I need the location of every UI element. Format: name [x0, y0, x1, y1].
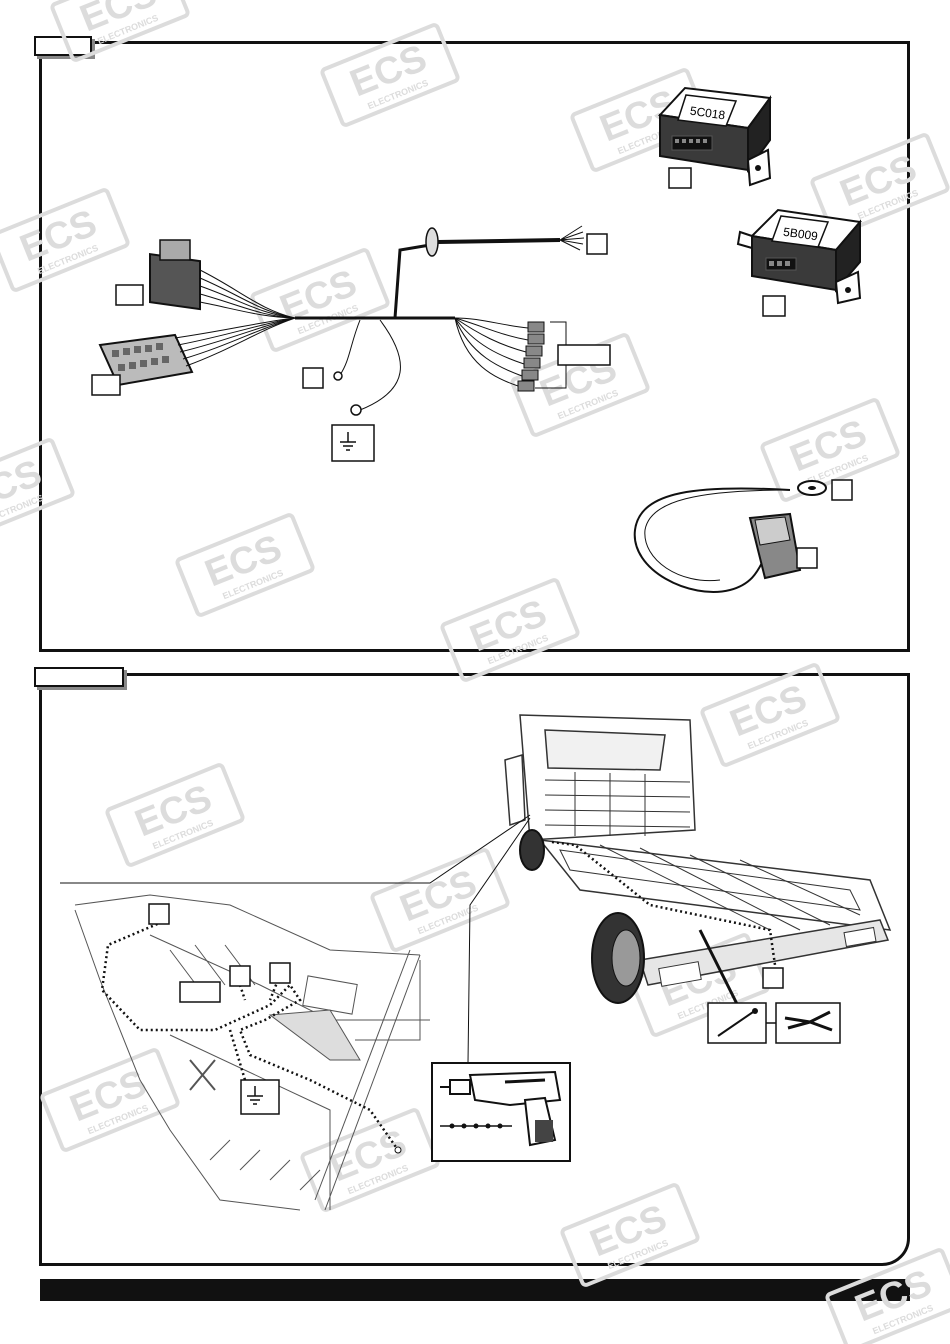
cab-floor-drawing — [74, 894, 430, 1211]
callout-wire-end — [302, 367, 324, 389]
module-5b009: 5B009 — [736, 208, 862, 305]
module-a-code-label: 5C018 — [689, 104, 726, 123]
route-dotted-connectors — [238, 979, 280, 1001]
callout-module-a — [668, 167, 692, 189]
wire-end-terminal — [333, 371, 343, 381]
route-dotted-cab — [100, 920, 400, 1151]
callout-ring — [831, 479, 853, 501]
callout-chassis — [762, 967, 784, 989]
side-cutter-icon — [775, 1002, 841, 1044]
grommet-cable — [425, 225, 585, 257]
module-b-code-label: 5B009 — [782, 225, 819, 244]
installation-panel-tab — [34, 667, 124, 687]
callout-cable-out — [586, 233, 608, 255]
callout-module-b — [762, 295, 786, 317]
auxiliary-cable — [633, 480, 827, 593]
route-dotted-ground — [228, 1029, 247, 1081]
drill-icon — [431, 1062, 571, 1162]
callout-terminals — [557, 344, 611, 366]
module-5c018: 5C018 — [657, 86, 772, 187]
leader-line-cab — [60, 814, 531, 884]
vehicle-connector-lower — [98, 333, 194, 387]
callout-cab-b — [269, 962, 291, 984]
truck-chassis-drawing — [504, 714, 892, 987]
leader-line-tools — [698, 929, 742, 1011]
callout-connector-lower — [91, 374, 121, 396]
vehicle-connector-upper — [149, 239, 201, 311]
ground-symbol-icon — [331, 424, 375, 462]
fanout-wires — [454, 317, 529, 387]
drill-hole-point — [394, 1146, 402, 1154]
callout-cab-c — [179, 981, 221, 1003]
leader-line-drill — [467, 817, 531, 1064]
callout-cab-start — [148, 903, 170, 925]
footer-bar — [40, 1279, 910, 1301]
spade-terminals — [517, 321, 545, 392]
ground-ring-terminal — [350, 404, 362, 416]
truck-wheels — [519, 829, 645, 1004]
cable-tie-icon — [707, 1002, 767, 1044]
callout-connector-upper — [115, 284, 144, 306]
route-dotted-chassis — [551, 840, 777, 966]
ground-symbol-icon — [240, 1079, 280, 1115]
callout-plug — [796, 547, 818, 569]
harness-wires — [174, 243, 455, 411]
callout-cab-a — [229, 965, 251, 987]
ecs-watermark: ECS ELECTRONICS — [320, 23, 460, 127]
